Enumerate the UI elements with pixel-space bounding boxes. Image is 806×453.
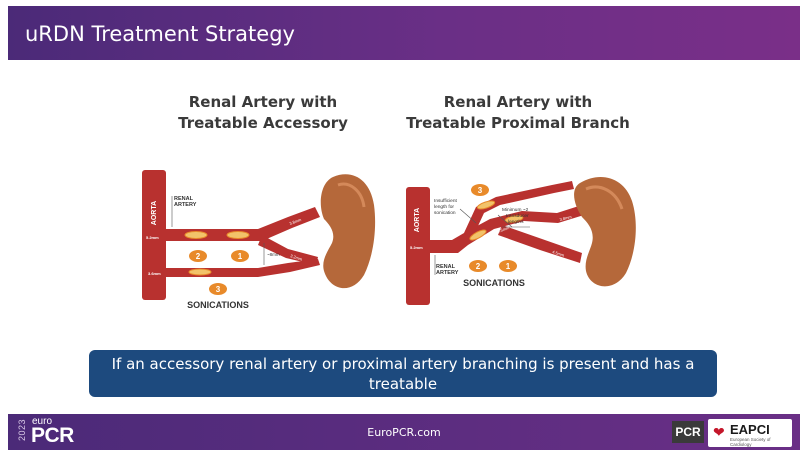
- aorta-label: AORTA: [151, 201, 158, 225]
- renal-branch-lower: [258, 235, 318, 265]
- dim-b2: 4.5mm: [552, 249, 566, 258]
- right-title-line2: Treatable Proximal Branch: [406, 114, 630, 132]
- left-panel-title: Renal Artery with Treatable Accessory: [160, 92, 366, 134]
- renal-branch-lower: [498, 225, 582, 263]
- dim-acc: 3.6mm: [148, 271, 161, 276]
- slide-title: uRDN Treatment Strategy: [25, 22, 295, 46]
- callout-line2: artery diameter ≥ 3 mm, one sonication s…: [175, 395, 631, 413]
- dim-b2: 3.2mm: [290, 253, 304, 262]
- sonication-ellipse-1: [184, 231, 208, 239]
- dim-mid: 4.5mm: [497, 225, 511, 234]
- logo-euro: euro: [32, 416, 53, 427]
- aorta-vessel: [142, 170, 166, 300]
- right-title-line1: Renal Artery with: [443, 93, 593, 111]
- proximal-branch-diagram: AORTA Insufficient length for sonication…: [402, 165, 642, 315]
- sonication-number-3: 3: [216, 285, 221, 294]
- insufficient-line3: sonication: [434, 210, 456, 216]
- kidney-highlight: [585, 185, 624, 210]
- dim-main: 5.2mm: [146, 235, 159, 240]
- dim-upper: 3.6mm: [451, 214, 462, 228]
- sonication-ellipse-2: [469, 229, 487, 241]
- sonication-ellipse-3: [476, 200, 496, 210]
- sonication-badge-2: [469, 260, 487, 272]
- sonication-number-2: 2: [476, 262, 481, 271]
- eapci-logo: ❤ EAPCI European Society of Cardiology: [708, 419, 792, 447]
- sonication-number-1: 1: [506, 262, 511, 271]
- footer-url-link[interactable]: EuroPCR.com: [367, 426, 441, 439]
- europcr-logo: 2023 euro PCR: [17, 416, 98, 447]
- sonication-badge-3: [471, 184, 489, 196]
- main-renal-artery: [429, 205, 584, 253]
- aorta-label: AORTA: [414, 208, 421, 232]
- sonication-number-1: 1: [238, 252, 243, 261]
- insufficient-pointer: [459, 208, 477, 224]
- proximal-branch-upper: [464, 181, 574, 239]
- renal-artery-label-1: RENAL: [436, 264, 456, 270]
- minimum-line2: transducer: [506, 213, 529, 219]
- left-title-line2: Treatable Accessory: [178, 114, 348, 132]
- pcr-badge-logo: PCR: [672, 421, 704, 443]
- sonication-badge-1: [231, 250, 249, 262]
- slide-footer: 2023 euro PCR EuroPCR.com PCR ❤ EAPCI Eu…: [8, 414, 800, 450]
- sonication-number-2: 2: [196, 252, 201, 261]
- dim-b1: 3.8mm: [559, 214, 573, 222]
- right-panel-title: Renal Artery with Treatable Proximal Bra…: [398, 92, 638, 134]
- sonications-label: SONICATIONS: [463, 278, 525, 288]
- minimum-line1: Minimum ~2: [502, 207, 529, 213]
- dim-b1: 3.8mm: [289, 217, 303, 226]
- eapci-name: EAPCI: [730, 422, 770, 437]
- logo-pcr: PCR: [31, 424, 74, 447]
- key-message-callout: If an accessory renal artery or proximal…: [89, 350, 717, 413]
- slide-header: uRDN Treatment Strategy: [8, 6, 800, 60]
- logo-year: 2023: [17, 419, 27, 442]
- callout-line1: If an accessory renal artery or proximal…: [111, 355, 695, 393]
- dim-main: 5.2mm: [410, 245, 423, 250]
- accessory-artery-diagram: AORTA RENAL ARTERY 5.2mm 3.6mm ~8mm 3.8m…: [138, 165, 378, 315]
- insufficient-line2: length for: [434, 204, 454, 210]
- left-title-line1: Renal Artery with: [188, 93, 338, 111]
- renal-artery-label-1: RENAL: [174, 196, 194, 202]
- renal-artery-label-2: ARTERY: [436, 270, 459, 276]
- insufficient-line1: Insufficient: [434, 198, 458, 204]
- sonications-label: SONICATIONS: [187, 300, 249, 310]
- eapci-subtitle: European Society of Cardiology: [730, 437, 771, 447]
- kidney: [574, 177, 636, 287]
- kidney-highlight: [337, 182, 366, 208]
- dim-gap: ~8mm: [267, 252, 280, 257]
- renal-artery-label-2: ARTERY: [174, 202, 197, 208]
- sonication-ellipse-1: [504, 215, 524, 223]
- minimum-line3: lengths: [508, 219, 524, 225]
- sonication-badge-1: [499, 260, 517, 272]
- heart-icon: ❤: [713, 424, 725, 440]
- minimum-pointer-1: [497, 214, 513, 228]
- aorta-vessel: [406, 187, 430, 305]
- sonication-ellipse-3: [188, 268, 212, 276]
- kidney: [320, 174, 376, 289]
- sonication-number-3: 3: [478, 186, 483, 195]
- sonication-ellipse-2: [226, 231, 250, 239]
- sonication-badge-2: [189, 250, 207, 262]
- sonication-badge-3: [209, 283, 227, 295]
